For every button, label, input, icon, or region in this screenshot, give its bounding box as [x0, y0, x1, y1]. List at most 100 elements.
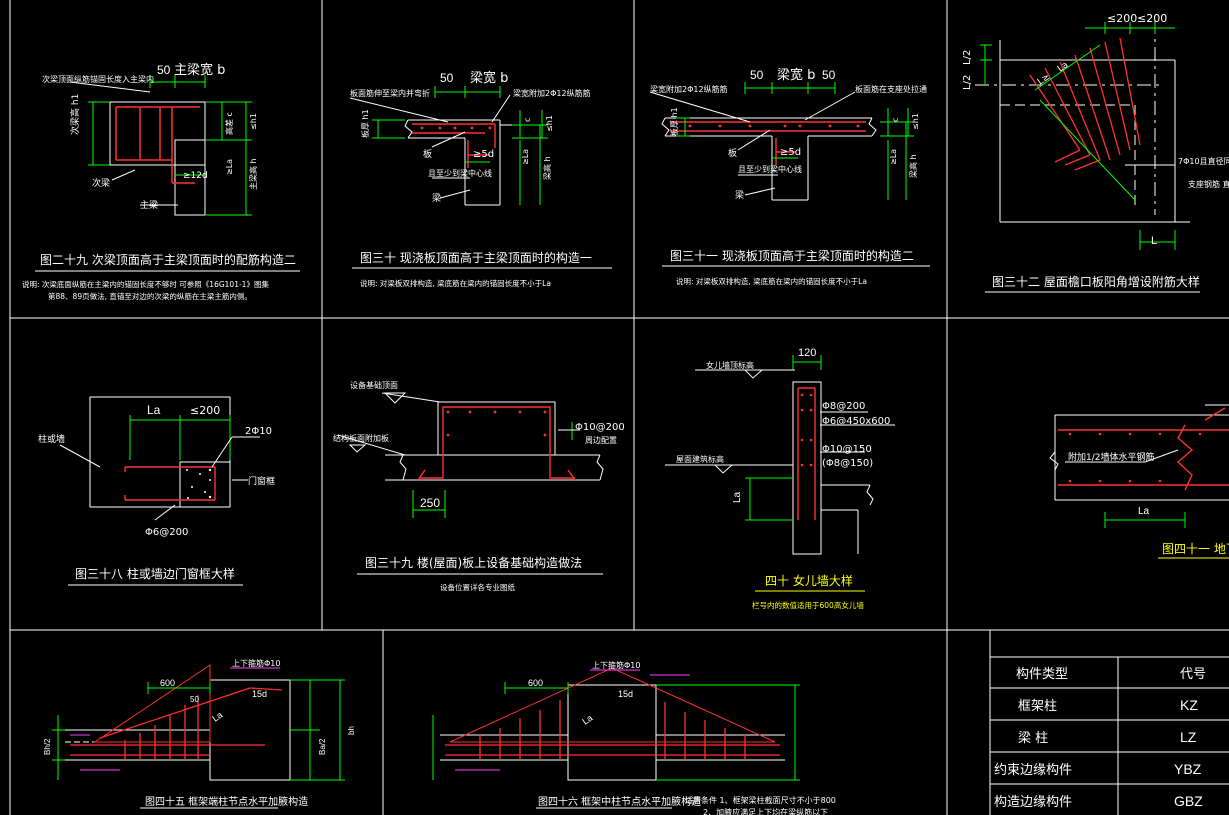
fig40-label-la: La: [732, 491, 743, 503]
fig38-label-wall: 柱或墙: [38, 433, 65, 445]
fig32-note: 7Φ10且直径同板: [1178, 156, 1229, 166]
fig39-detail: 设备基础顶面 结构板面附加板 Φ10@200 周边配置 250 图三十九 楼(屋…: [333, 380, 625, 592]
fig29-dim-b: 主梁宽 b: [174, 62, 225, 78]
fig32-label-L: L: [1151, 235, 1157, 247]
fig38-detail: La ≤200 2Φ10 柱或墙 门窗框 Φ6@200 图三十八 柱或墙边门窗框…: [38, 396, 275, 586]
table-row-type: 框架柱: [1018, 699, 1057, 714]
fig31-label-h1b: ≤h1: [911, 113, 920, 130]
fig30-label-center: 且至少到梁中心线: [428, 168, 492, 178]
fig29-right-dim2: ≤h1: [249, 113, 258, 130]
fig31-leader-left: 梁宽附加2Φ12纵筋筋: [650, 84, 728, 94]
fig38-label-phi6: Φ6@200: [145, 527, 188, 538]
fig29-right-dim4: 主梁高 h: [248, 158, 258, 190]
fig30-label-5d: ≥5d: [473, 149, 494, 160]
fig38-title: 图三十八 柱或墙边门窗框大样: [75, 566, 235, 581]
fig29-label-zhuliang: 主梁: [140, 199, 158, 211]
fig46-label-la: La: [580, 713, 594, 727]
fig32-note2: 支座钢筋 直: [1188, 179, 1229, 189]
fig45-label-la: La: [210, 710, 224, 724]
fig31-label-center: 且至少到梁中心线: [738, 164, 802, 174]
fig29-right-dim3: ≥La: [225, 159, 234, 175]
fig40-detail: 女儿墙顶标高 120 Φ8@200 Φ6@450x600 Φ10@150 (Φ8…: [665, 347, 895, 610]
component-code-table: 构件类型 代号 框架柱 KZ 梁 柱 LZ 约束边缘构件 YBZ 构造边缘构件 …: [989, 630, 1229, 815]
fig39-label-250: 250: [420, 496, 440, 510]
fig40-label-r4: (Φ8@150): [822, 458, 873, 469]
fig38-label-2phi10: 2Φ10: [245, 426, 272, 437]
fig31-label-la: ≥La: [889, 149, 898, 165]
fig30-dim-b: 梁宽 b: [470, 70, 508, 86]
fig29-dim-12d: ≥12d: [183, 171, 208, 181]
fig40-label-r1: Φ8@200: [822, 401, 865, 412]
fig32-dim-left2: L/2: [962, 75, 973, 90]
fig32-dim-top1: ≤200: [1107, 12, 1137, 25]
table-header-type: 构件类型: [1016, 667, 1068, 682]
fig29-title: 图二十九 次梁顶面高于主梁顶面时的配筋构造二: [40, 252, 296, 267]
fig39-label-rebar: Φ10@200: [575, 422, 625, 433]
fig29-leader-top: 次梁顶面纵筋锚固长度入主梁内: [42, 74, 154, 84]
fig45-label-ba: Ba/2: [318, 738, 327, 755]
fig29-label-ciliang: 次梁: [92, 177, 110, 189]
fig46-label-top: 上下箍筋Φ10: [592, 660, 640, 670]
fig32-dim-diag2: La: [1056, 60, 1070, 74]
fig31-dim50a: 50: [750, 68, 764, 82]
fig40-label-120: 120: [798, 347, 816, 359]
fig45-label-50: 50: [190, 695, 199, 704]
fig39-label-rebar2: 周边配置: [585, 435, 617, 445]
fig46-note1: 适用条件 1、框架梁柱截面尺寸不小于800: [685, 795, 836, 805]
fig40-note: 栏号内的数值适用于600高女儿墙: [752, 600, 864, 610]
fig41-label-add: 附加1/2墙体水平钢筋: [1068, 451, 1155, 463]
fig30-label-h1: 板厚 h1: [360, 109, 370, 138]
fig45-label-bh2: Bh/2: [43, 738, 52, 755]
fig39-label-top: 设备基础顶面: [350, 380, 398, 390]
fig41-label-la: La: [1138, 506, 1150, 517]
fig31-label-c: c: [891, 118, 900, 122]
fig32-dim-top2: ≤200: [1137, 12, 1167, 25]
fig29-note-line1: 说明: 次梁底面纵筋在主梁内的锚固长度不够时 可参照《16G101-1》图集: [22, 279, 269, 289]
fig31-label-h: 梁高 h: [908, 154, 918, 178]
fig32-title: 图三十二 屋面檐口板阳角增设附筋大样: [992, 274, 1200, 289]
fig31-label-h1: 板厚 h1: [669, 107, 679, 136]
fig41-detail: 附加1/2墙体水平钢筋 La 图四十一 地下室: [1049, 404, 1229, 559]
fig40-label-r2: Φ6@450x600: [822, 416, 890, 427]
fig30-dim50: 50: [440, 71, 454, 85]
fig40-label-top: 女儿墙顶标高: [706, 360, 754, 370]
table-row-code: YBZ: [1174, 761, 1202, 777]
fig29-right-dim1: 高差 c: [224, 112, 234, 135]
fig30-label-la: ≥La: [521, 149, 530, 165]
fig29-dim-50: 50: [157, 63, 171, 77]
fig38-label-200: ≤200: [190, 404, 220, 417]
fig39-title: 图三十九 楼(屋面)板上设备基础构造做法: [365, 555, 582, 570]
fig31-label-liang: 梁: [735, 189, 744, 201]
fig31-dim-b: 梁宽 b: [777, 67, 815, 83]
table-row-type: 构造边缘构件: [994, 795, 1072, 810]
table-header-code: 代号: [1180, 667, 1206, 682]
fig39-note: 设备位置详各专业图纸: [440, 582, 515, 592]
fig32-detail: ≤200 ≤200 L/2 L/2 L≥ La 7Φ10且直径同板 支座钢筋 直…: [962, 12, 1229, 293]
fig39-label-left: 结构板面附加板: [333, 433, 389, 443]
fig30-label-h1b: ≤h1: [545, 115, 554, 132]
table-row-type: 梁 柱: [1018, 731, 1048, 746]
drawing-frame: [9, 0, 1229, 815]
table-row-code: GBZ: [1174, 793, 1203, 809]
fig31-title: 图三十一 现浇板顶面高于主梁顶面时的构造二: [670, 248, 914, 263]
fig31-note: 说明: 对梁板双排构造, 梁底筋在梁内的锚固长度不小于La: [676, 276, 867, 286]
fig45-detail: 上下箍筋Φ10 600 50 15d La Bh/2 Ba/2 bh 图四十五 …: [43, 658, 356, 809]
fig29-detail: 50 主梁宽 b 次梁顶面纵筋锚固长度入主梁内 次梁高 h1 高差 c ≤h1 …: [22, 62, 300, 301]
fig46-label-15d: 15d: [618, 689, 633, 699]
fig46-detail: 上下箍筋Φ10 600 15d La 图四十六 框架中柱节点水平加腋构造 适用条…: [432, 660, 836, 815]
fig30-label-ban: 板: [423, 148, 432, 160]
fig40-title: 四十 女儿墙大样: [765, 573, 853, 588]
fig46-note2: 2、加腋应满足上下均在梁纵筋以下: [703, 807, 828, 815]
fig29-note-line2: 第88、89页做法, 直锚至对边的次梁的纵筋在主梁主筋内侧。: [48, 291, 252, 301]
fig30-leader-left: 板面筋伸至梁内并弯折: [350, 88, 430, 98]
fig45-label-top: 上下箍筋Φ10: [232, 658, 280, 668]
table-row-code: KZ: [1180, 697, 1198, 713]
fig30-label-liang: 梁: [432, 192, 441, 204]
fig31-label-5d: ≥5d: [780, 147, 801, 158]
fig38-label-frame: 门窗框: [248, 475, 275, 487]
fig45-label-600: 600: [160, 678, 175, 688]
fig40-label-r3: Φ10@150: [822, 444, 872, 455]
fig45-label-bh: bh: [347, 726, 356, 735]
table-row-code: LZ: [1180, 729, 1197, 745]
